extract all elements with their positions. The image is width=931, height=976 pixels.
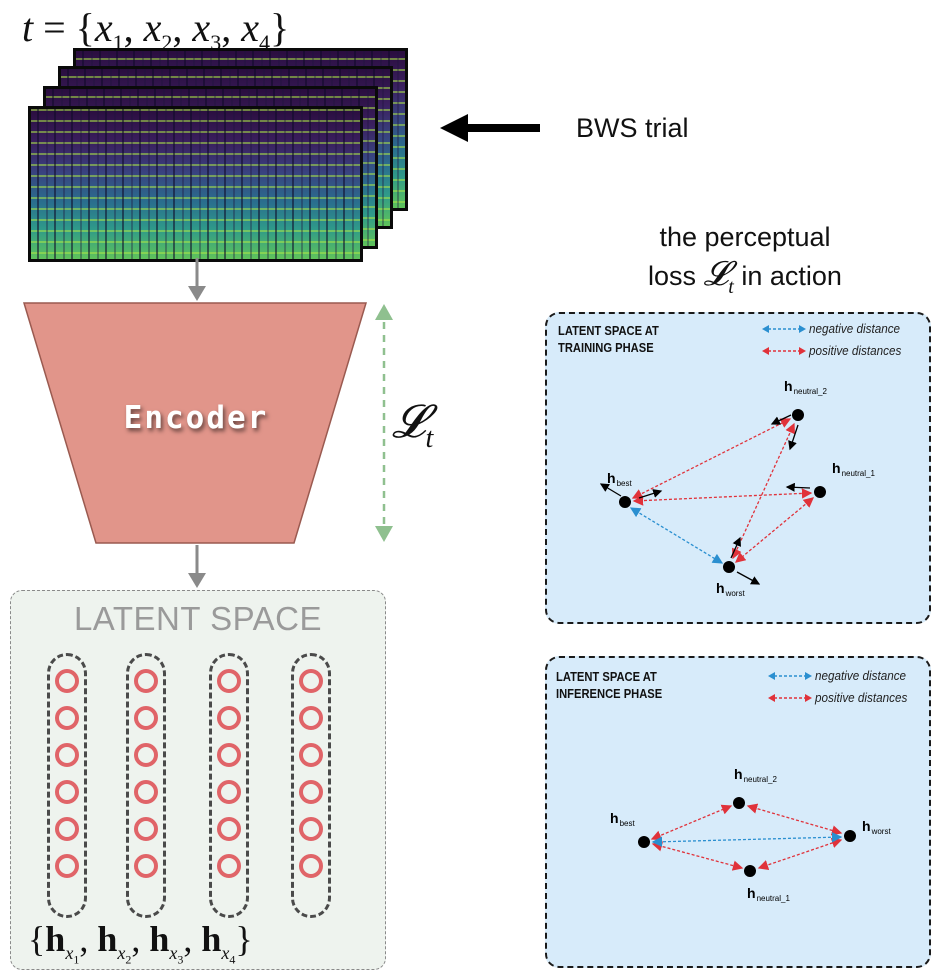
latent-unit — [55, 706, 79, 730]
edge-best-worst — [629, 507, 724, 564]
inference-node-best — [638, 836, 650, 848]
latent-unit — [134, 817, 158, 841]
inference-legend-positive-icon — [768, 694, 812, 702]
latent-unit — [134, 669, 158, 693]
inference-legend-positive-text: positive distances — [815, 690, 908, 705]
inference-node-neutral-2 — [733, 797, 745, 809]
latent-unit — [134, 780, 158, 804]
inference-legend-negative-icon — [768, 672, 812, 680]
training-label-worst: hworst — [716, 580, 745, 598]
encoder-label: Encoder — [123, 400, 269, 436]
edge-best-worst — [651, 832, 843, 847]
perceptual-caption-line2: loss 𝓛t in action — [648, 256, 842, 298]
training-node-neutral-1 — [814, 486, 826, 498]
latent-unit — [299, 854, 323, 878]
training-node-neutral-2 — [792, 409, 804, 421]
latent-unit — [299, 743, 323, 767]
latent-unit — [299, 706, 323, 730]
latent-unit — [217, 817, 241, 841]
training-label-best: hbest — [607, 470, 632, 488]
latent-unit — [217, 854, 241, 878]
training-legend-positive-icon — [762, 347, 806, 355]
spectrogram-1 — [28, 106, 363, 262]
latent-unit — [299, 669, 323, 693]
inference-node-neutral-1 — [744, 865, 756, 877]
inference-label-worst: hworst — [862, 818, 891, 836]
inference-label-best: hbest — [610, 810, 635, 828]
edge-best-n1 — [632, 488, 813, 506]
training-label-neutral-1: hneutral_1 — [832, 460, 875, 478]
latent-column-2 — [126, 653, 166, 918]
edge-best-n2 — [631, 418, 792, 499]
training-graph — [599, 414, 814, 585]
training-legend-positive-text: positive distances — [809, 343, 902, 358]
inference-label-neutral-2: hneutral_2 — [734, 766, 777, 784]
edge-best-n2 — [650, 804, 733, 841]
inference-panel-title: LATENT SPACE AT INFERENCE PHASE — [556, 669, 663, 701]
training-node-best — [619, 496, 631, 508]
bws-arrow-icon — [440, 114, 540, 142]
training-legend-negative-icon — [762, 325, 806, 333]
latent-column-1 — [47, 653, 87, 918]
latent-unit — [134, 854, 158, 878]
training-label-neutral-2: hneutral_2 — [784, 378, 827, 396]
latent-unit — [299, 817, 323, 841]
latent-unit — [217, 743, 241, 767]
edge-n2-worst — [746, 803, 843, 836]
inference-node-worst — [844, 830, 856, 842]
edge-n1-worst — [735, 497, 814, 563]
embedding-formula: {hx1, hx2, hx3, hx4} — [28, 919, 253, 967]
training-node-worst — [723, 561, 735, 573]
encoder-block — [22, 302, 368, 544]
edge-n2-worst — [732, 422, 795, 560]
flow-arrow-top — [188, 258, 206, 301]
flow-arrow-bottom — [188, 545, 206, 588]
latent-column-3 — [209, 653, 249, 918]
training-panel-title: LATENT SPACE AT TRAINING PHASE — [558, 323, 659, 355]
inference-phase-panel — [545, 656, 931, 968]
latent-space-title: LATENT SPACE — [73, 600, 323, 637]
loss-arrow-icon — [375, 304, 393, 542]
latent-unit — [55, 817, 79, 841]
edge-best-n1 — [651, 841, 744, 871]
latent-unit — [299, 780, 323, 804]
latent-unit — [217, 669, 241, 693]
perceptual-caption-line1: the perceptual — [659, 222, 831, 252]
latent-unit — [55, 854, 79, 878]
latent-unit — [217, 780, 241, 804]
inference-label-neutral-1: hneutral_1 — [747, 885, 790, 903]
inference-graph — [650, 803, 843, 871]
bws-trial-label: BWS trial — [576, 113, 689, 143]
latent-unit — [134, 743, 158, 767]
inference-legend-negative-text: negative distance — [815, 668, 907, 683]
trial-formula: t = {x1, x2, x3, x4} — [22, 5, 290, 55]
loss-symbol: 𝓛t — [392, 396, 434, 455]
latent-unit — [134, 706, 158, 730]
latent-unit — [55, 780, 79, 804]
latent-column-4 — [291, 653, 331, 918]
latent-unit — [55, 743, 79, 767]
training-legend-negative-text: negative distance — [809, 321, 901, 336]
latent-unit — [55, 669, 79, 693]
edge-n1-worst — [757, 838, 843, 870]
latent-unit — [217, 706, 241, 730]
